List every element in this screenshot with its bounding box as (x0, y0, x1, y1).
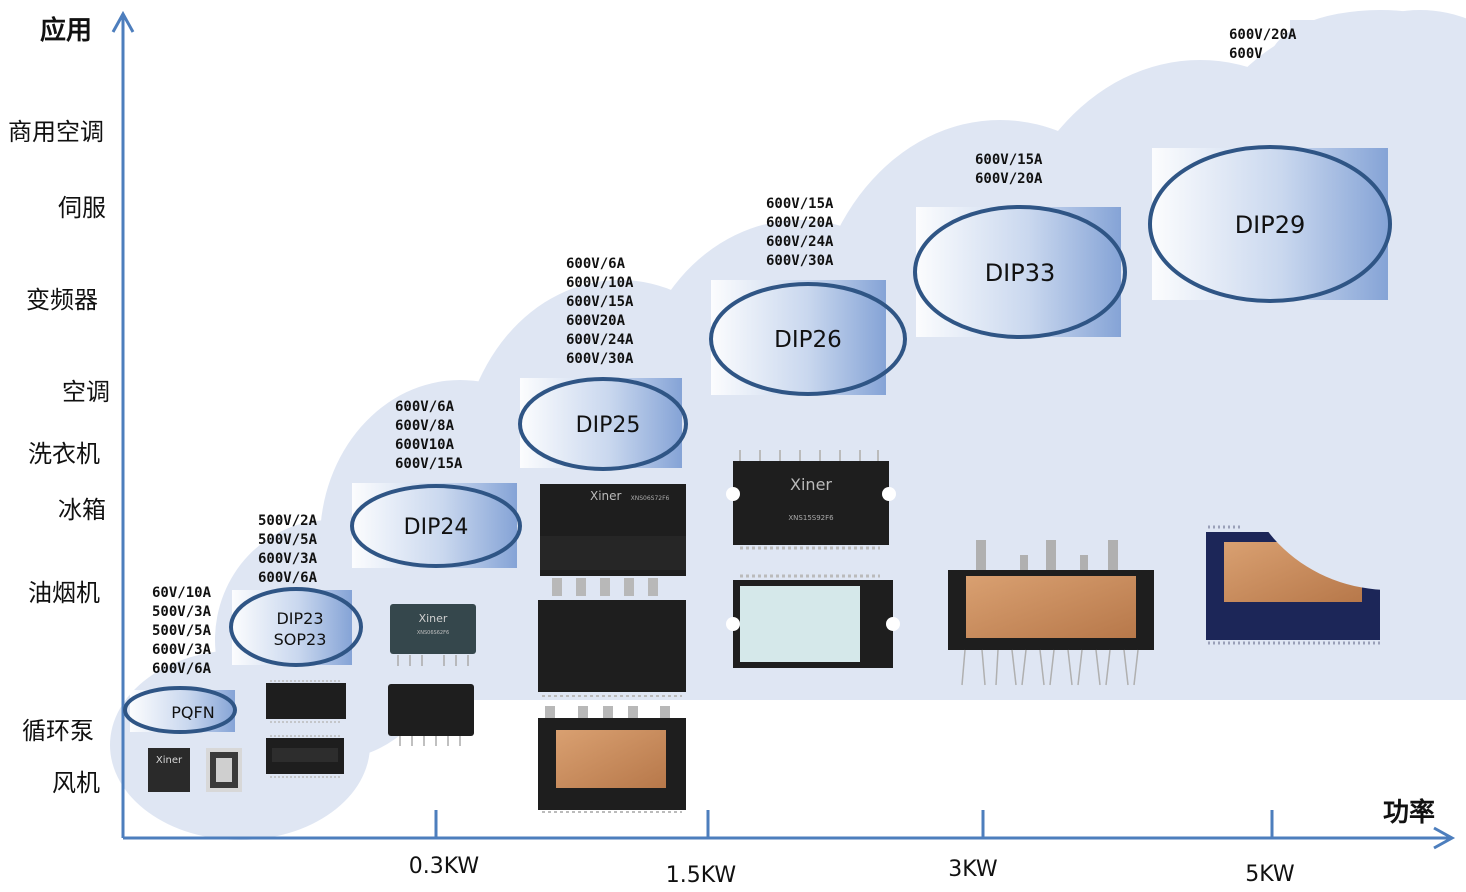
spec-item: 600V/20A (766, 215, 834, 231)
app-label-fan: 风机 (52, 769, 100, 797)
tick-label-5kw: 5KW (1245, 862, 1295, 887)
ellipse-dip29 (1148, 145, 1392, 303)
chip-image-sop23 (266, 680, 346, 778)
chip-mark-dip26: Xiner (790, 475, 832, 494)
spec-item: 600V10A (395, 437, 455, 453)
chip-mark-dip24: Xiner (419, 612, 448, 625)
cloud-topright (1270, 10, 1466, 120)
app-label-range-hood: 油烟机 (28, 579, 100, 607)
spec-list-dip33: 600V/15A 600V/20A (975, 151, 1042, 189)
chip-image-dip26: Xiner XNS15S92F6 (726, 450, 900, 668)
chip-code-dip26: XNS15S92F6 (788, 514, 834, 522)
app-label-inverter: 变频器 (26, 286, 98, 314)
spec-item: 600V/3A (152, 642, 212, 658)
spec-item: 600V20A (566, 313, 626, 329)
spec-item: 60V/10A (152, 585, 212, 601)
ellipse-dip26 (709, 282, 907, 396)
spec-list-dip23: 500V/2A 500V/5A 600V/3A 600V/6A (258, 512, 317, 588)
spec-item: 600V/6A (395, 399, 455, 415)
chip-code-dip24: XNS06S62F6 (417, 630, 449, 636)
spec-item: 600V/15A (766, 196, 834, 212)
spec-item: 600V/10A (566, 275, 634, 291)
spec-item: 600V (1229, 46, 1263, 62)
app-label-servo: 伺服 (58, 194, 106, 222)
spec-item: 600V/15A (566, 294, 634, 310)
spec-item: 500V/5A (258, 532, 318, 548)
package-name-pqfn: PQFN (171, 703, 214, 722)
package-name-sop23: SOP23 (274, 630, 327, 649)
spec-item: 600V/6A (152, 661, 212, 677)
spec-item: 600V/30A (766, 253, 834, 269)
chip-mark-pqfn: Xiner (156, 755, 183, 766)
spec-item: 600V/20A (975, 171, 1043, 187)
spec-item: 600V/3A (258, 551, 318, 567)
ellipse-dip24 (350, 484, 522, 568)
spec-item: 500V/2A (258, 513, 318, 529)
tick-label-3kw: 3KW (948, 857, 998, 882)
app-label-commercial-ac: 商用空调 (8, 118, 104, 146)
chip-image-pqfn: Xiner (148, 748, 242, 792)
spec-list-dip26: 600V/15A 600V/20A 600V/24A 600V/30A (766, 195, 833, 271)
spec-item: 500V/5A (152, 623, 212, 639)
ellipse-dip25 (518, 377, 688, 471)
y-axis-title: 应用 (40, 16, 93, 46)
spec-list-dip25: 600V/6A 600V/10A 600V/15A 600V20A 600V/2… (566, 255, 633, 369)
app-label-washer: 洗衣机 (28, 440, 100, 468)
spec-list-dip24: 600V/6A 600V/8A 600V10A 600V/15A (395, 398, 462, 474)
ellipse-dip23 (229, 587, 363, 667)
spec-item: 600V/6A (566, 256, 626, 272)
spec-item: 500V/3A (152, 604, 212, 620)
spec-item: 600V/20A (1229, 27, 1297, 43)
chip-image-dip24: Xiner XNS06S62F6 (388, 604, 476, 746)
app-label-circulation-pump: 循环泵 (22, 717, 94, 745)
package-name-dip33: DIP33 (985, 259, 1056, 287)
package-name-dip23: DIP23 (276, 609, 323, 628)
spec-list-dip29: 600V/20A 600V (1229, 26, 1304, 64)
x-axis-title: 功率 (1383, 798, 1436, 828)
spec-item: 600V/24A (766, 234, 834, 250)
y-axis-arrow (111, 10, 135, 33)
axes (111, 10, 1456, 850)
spec-item: 600V/15A (395, 456, 463, 472)
chip-mark-dip25: Xiner (590, 489, 622, 503)
x-axis-arrow (1433, 826, 1456, 850)
app-label-fridge: 冰箱 (58, 496, 106, 524)
package-name-dip24: DIP24 (404, 515, 469, 540)
package-name-dip26: DIP26 (774, 327, 842, 353)
tick-label-1-5kw: 1.5KW (665, 863, 737, 888)
spec-item: 600V/6A (258, 570, 318, 586)
package-ellipses (123, 145, 1392, 734)
package-name-dip29: DIP29 (1235, 211, 1306, 239)
ellipse-pqfn (123, 686, 237, 734)
chip-code-dip25: XNS06S72F6 (631, 495, 670, 502)
spec-item: 600V/30A (566, 351, 634, 367)
chip-image-dip25: Xiner XNS06S72F6 (538, 484, 686, 813)
tick-label-0-3kw: 0.3KW (408, 854, 480, 879)
chip-image-dip33 (948, 540, 1154, 686)
app-label-ac: 空调 (62, 378, 110, 406)
cloud-overlap (1210, 310, 1466, 590)
spec-item: 600V/15A (975, 152, 1043, 168)
package-name-dip25: DIP25 (576, 413, 641, 438)
spec-item: 600V/24A (566, 332, 634, 348)
ellipse-dip33 (913, 205, 1127, 339)
spec-item: 600V/8A (395, 418, 455, 434)
spec-list-pqfn: 60V/10A 500V/3A 500V/5A 600V/3A 600V/6A (152, 584, 211, 679)
